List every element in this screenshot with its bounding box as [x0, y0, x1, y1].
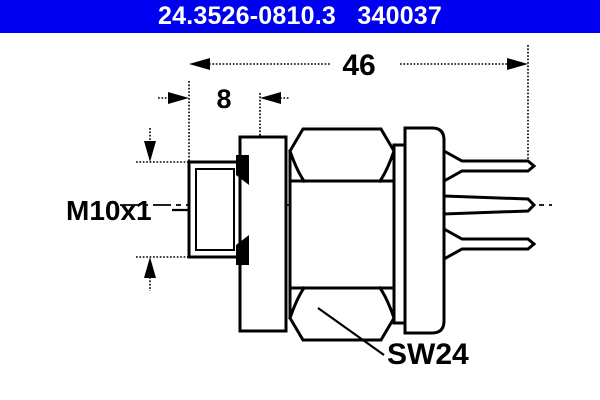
connector-body [403, 126, 446, 335]
terminal-pin-top [442, 148, 537, 184]
terminal-pin-bottom [442, 226, 537, 262]
seal-block-bottom [236, 245, 249, 265]
header-bar: 24.3526-0810.3 340037 [0, 0, 600, 33]
hex-nut-body [288, 127, 396, 342]
arrow-head-8-left [168, 92, 189, 104]
arrow-head-8-right [260, 92, 281, 104]
seal-block-top [236, 155, 249, 175]
arrow-head-46-right [507, 58, 528, 70]
seal-chamfer-bottom [236, 235, 249, 245]
dimension-m10x1: M10x1 [66, 128, 210, 291]
threaded-stud-body [187, 160, 242, 259]
seal-chamfer-top [236, 175, 249, 185]
terminal-pins [442, 148, 537, 262]
brake-light-switch-drawing: 46 8 [66, 45, 552, 371]
dimension-label-46: 46 [342, 49, 375, 82]
shoulder-collar [236, 135, 288, 333]
terminal-pin-middle [442, 194, 537, 216]
dimension-8: 8 [158, 84, 290, 114]
dimension-label-m10x1: M10x1 [66, 195, 152, 226]
dimension-label-8: 8 [216, 84, 231, 114]
dimension-sw24: SW24 [317, 307, 469, 371]
hex-nut-outline [288, 127, 396, 342]
leader-line-sw24 [317, 307, 385, 356]
hex-chamfer-arc-bl [288, 285, 307, 320]
page-title: 24.3526-0810.3 340037 [157, 2, 443, 30]
threaded-stud [187, 160, 242, 259]
arrow-head-m10-bottom [144, 257, 156, 278]
connector-housing [392, 126, 446, 335]
dimension-46: 46 [189, 49, 528, 82]
hex-chamfer-arc-tl [288, 149, 307, 184]
arrow-head-46-left [189, 58, 210, 70]
dimension-label-sw24: SW24 [387, 338, 469, 371]
arrow-head-m10-top [144, 141, 156, 162]
technical-drawing-area: 46 8 [0, 33, 600, 400]
